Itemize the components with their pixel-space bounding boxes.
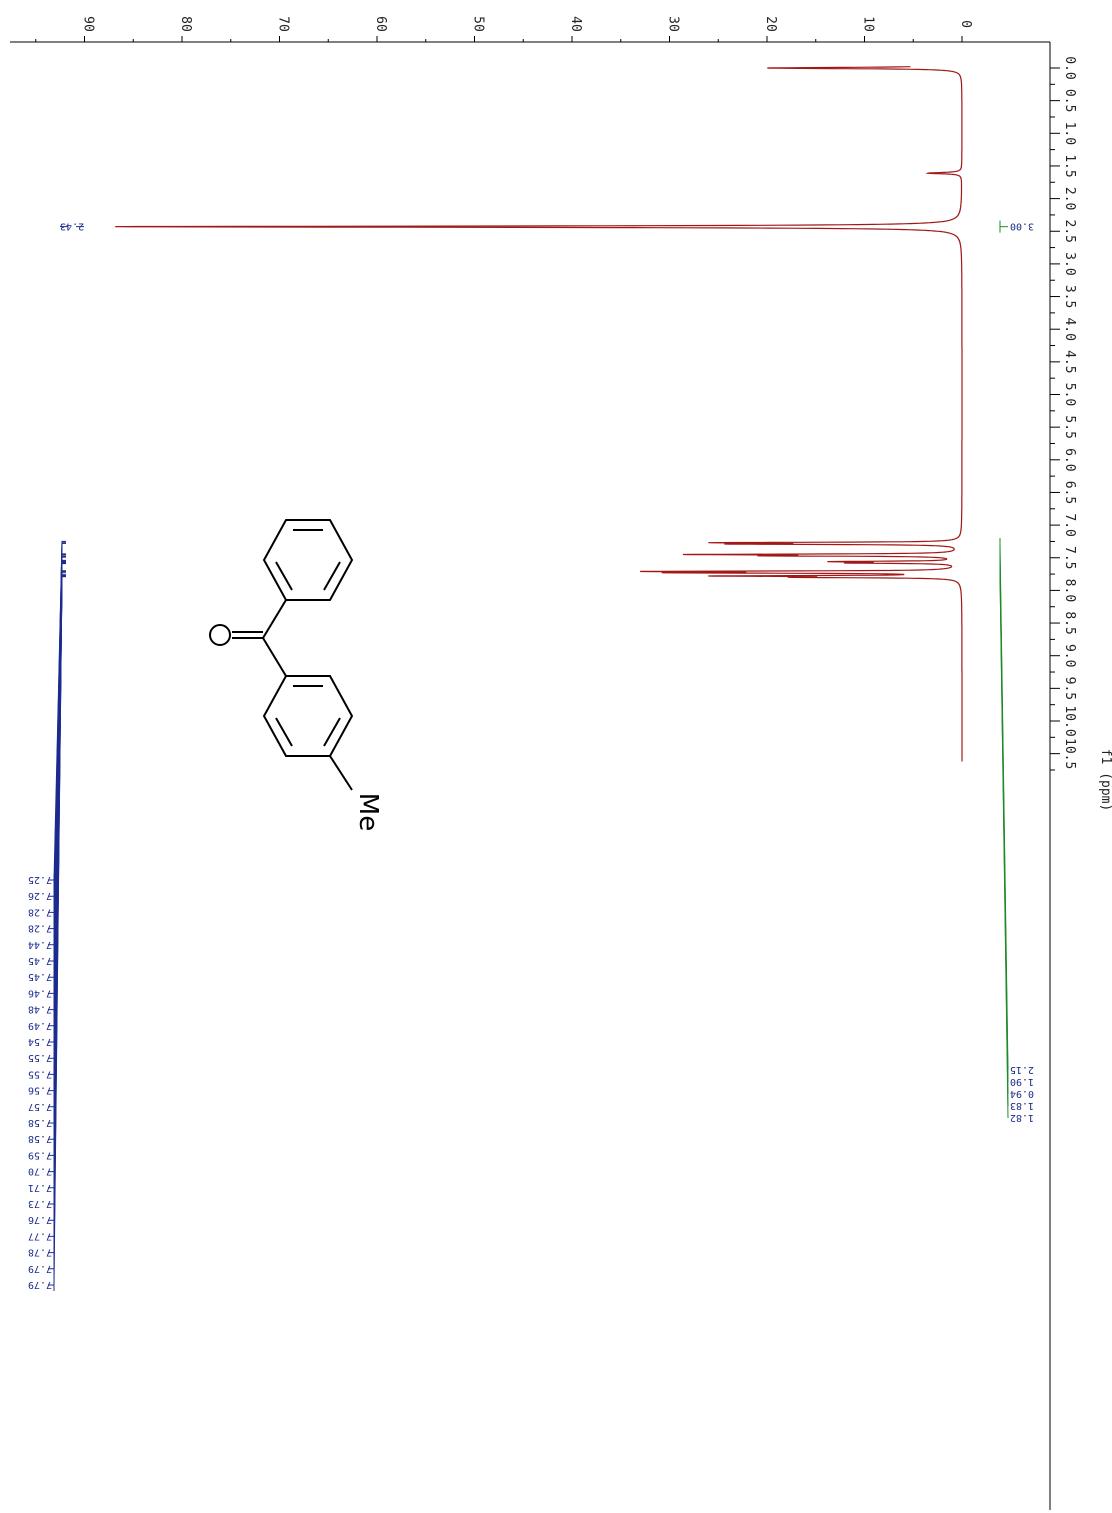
ppm-tick-label: 1.0 [1062,122,1077,145]
ppm-tick-label: 7.5 [1062,546,1077,569]
spectrum-line [115,66,963,762]
intensity-ticks: 90 80 70 60 50 40 30 20 10 0 [35,16,973,42]
peak-label: 7.77 [28,1230,52,1241]
ppm-tick-label: 0.0 [1062,56,1077,79]
intensity-tick-label: 70 [276,16,291,32]
ppm-tick-label: 0.5 [1062,89,1077,112]
ppm-tick-label: 3.5 [1062,285,1077,308]
integral-value: 1.83 [1010,1100,1034,1111]
ppm-tick-label: 10.0 [1062,705,1077,736]
integral-connector [999,576,1009,1119]
ppm-tick-label: 9.0 [1062,644,1077,667]
peak-label: 7.45 [28,971,52,982]
peak-label-connector [48,576,66,1286]
intensity-tick-label: 0 [958,20,973,28]
peak-label: 7.45 [28,955,52,966]
peak-label: 7.28 [28,923,52,934]
integral-value: 2.15 [1010,1064,1034,1075]
peak-label: 7.59 [28,1149,52,1160]
peak-label: 7.55 [28,1052,52,1063]
peak-label: 7.70 [28,1166,52,1177]
peak-label: 7.26 [28,890,52,901]
intensity-tick-label: 10 [861,16,876,32]
peak-label: 7.44 [28,939,52,950]
peak-label: 7.54 [28,1036,52,1047]
intensity-tick-label: 50 [471,16,486,32]
ppm-tick-label: 8.0 [1062,579,1077,602]
peak-label: 2.43 [60,221,84,232]
integral-value: 3.00 [1010,221,1034,232]
ppm-ticks: 0.0 0.5 1.0 1.5 2.0 2.5 3.0 3.5 4.0 4.5 5.0 5.5 6.0 6… [1050,56,1077,771]
peak-label: 7.55 [28,1068,52,1079]
peak-label: 7.71 [28,1182,52,1193]
peak-label: 7.57 [28,1101,52,1112]
ppm-tick-label: 9.5 [1062,677,1077,700]
intensity-tick-label: 20 [763,16,778,32]
ppm-tick-label: 7.0 [1062,513,1077,536]
intensity-tick-label: 60 [373,16,388,32]
ppm-tick-label: 10.5 [1062,738,1077,769]
carbonyl-oxygen-icon [209,624,231,646]
peak-label: 7.49 [28,1020,52,1031]
intensity-tick-label: 80 [178,16,193,32]
peak-label: 7.73 [28,1198,52,1209]
molecule-structure [232,519,354,791]
ppm-tick-label: 6.0 [1062,448,1077,471]
ppm-tick-label: 4.5 [1062,350,1077,373]
ppm-tick-label: 2.0 [1062,187,1077,210]
peak-label: 7.25 [28,874,52,885]
x-axis-label: f1 (ppm) [1098,749,1112,812]
peak-label: 7.58 [28,1133,52,1144]
peak-label: 7.79 [28,1279,52,1290]
ppm-tick-label: 3.0 [1062,252,1077,275]
peak-labels: 2.43 7.25 7.26 7.28 7.28 7.44 7.45 7.45 7.46 7.48… [28,221,90,1291]
ppm-tick-label: 5.0 [1062,383,1077,406]
ppm-tick-label: 1.5 [1062,154,1077,177]
intensity-tick-label: 90 [81,16,96,32]
integral-value: 0.94 [1010,1088,1034,1099]
ppm-tick-label: 8.5 [1062,611,1077,634]
peak-label: 7.46 [28,987,52,998]
methyl-label: Me [353,793,383,831]
peak-label: 7.79 [28,1263,52,1274]
peak-label: 7.58 [28,1117,52,1128]
peak-label: 7.48 [28,1004,52,1015]
peak-label: 7.76 [28,1214,52,1225]
ppm-tick-label: 6.5 [1062,481,1077,504]
ppm-tick-label: 5.5 [1062,415,1077,438]
ppm-tick-label: 4.0 [1062,317,1077,340]
peak-label: 7.78 [28,1247,52,1258]
intensity-tick-label: 30 [666,16,681,32]
peak-label: 7.28 [28,906,52,917]
integral-value: 1.90 [1010,1076,1034,1087]
integral-value: 1.82 [1010,1112,1034,1123]
integrals: 3.00 2.151.900.941.831.82 [999,220,1034,1123]
intensity-tick-label: 40 [568,16,583,32]
ppm-tick-label: 2.5 [1062,220,1077,243]
peak-label: 7.56 [28,1085,52,1096]
